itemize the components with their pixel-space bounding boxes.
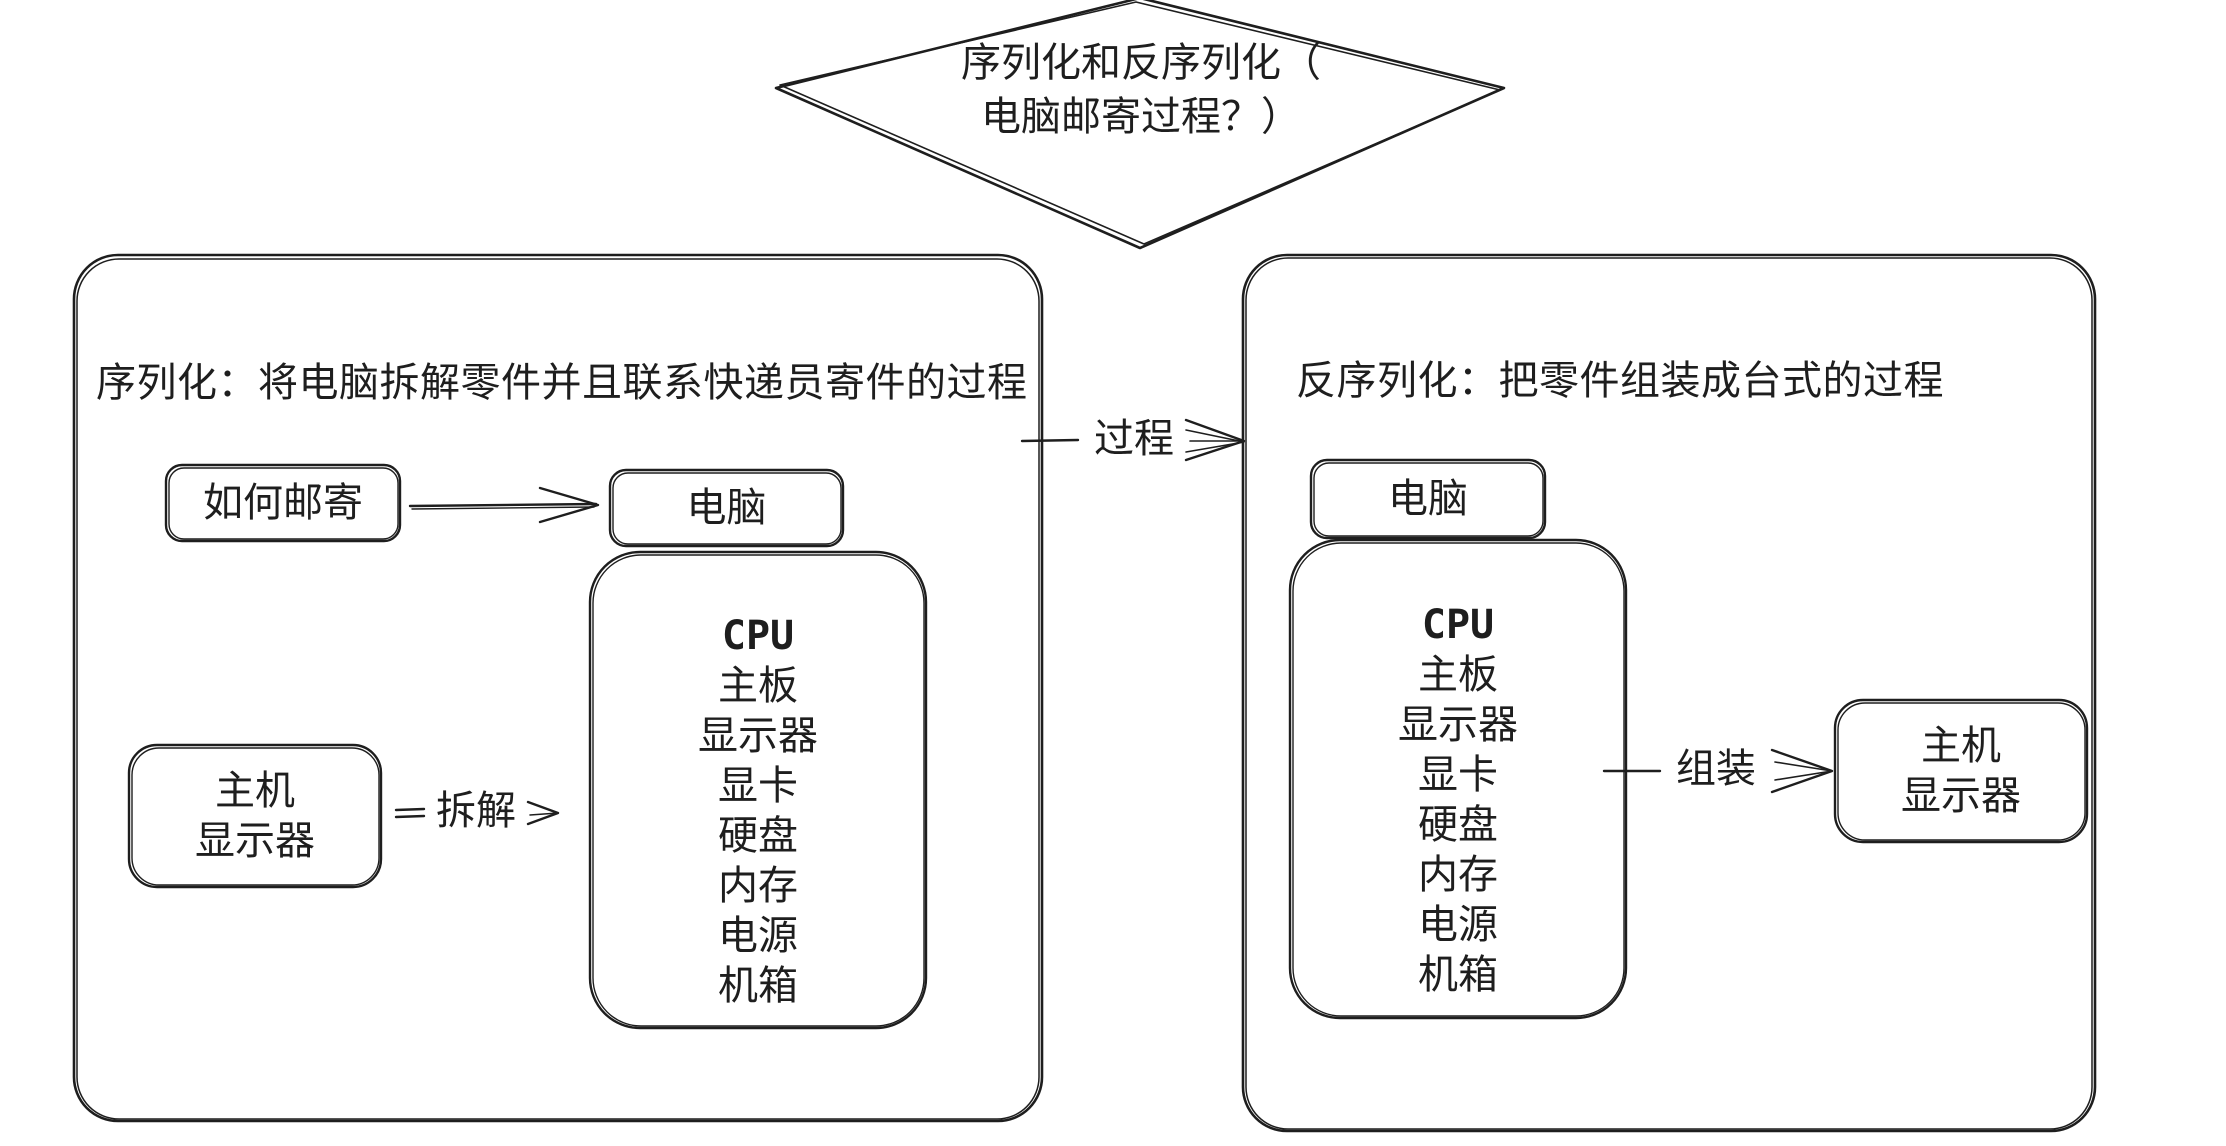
- mail-box-label: 如何邮寄: [203, 480, 363, 526]
- right-parts-box-border: [1288, 538, 1628, 1020]
- title-text: 序列化和反序列化（ 电脑邮寄过程？）: [876, 36, 1406, 144]
- disassemble-label: 拆解: [436, 788, 516, 834]
- whole-item-monitor: 显示器: [195, 818, 315, 864]
- whole-item-host: 主机: [215, 768, 295, 814]
- right-part-cpu: CPU: [1421, 602, 1495, 648]
- disassemble-arrow: [394, 800, 560, 826]
- whole-box-labels: 主机 显示器: [129, 766, 381, 866]
- right-parts-list: CPU 主板 显示器 显卡 硬盘 内存 电源 机箱: [1290, 600, 1626, 1000]
- part-power: 电源: [718, 913, 798, 959]
- result-item-monitor: 显示器: [1901, 773, 2021, 819]
- parts-box-border: [588, 550, 928, 1030]
- part-memory: 内存: [718, 863, 798, 909]
- right-part-power: 电源: [1418, 902, 1498, 948]
- result-item-host: 主机: [1921, 723, 2001, 769]
- title-line-1: 序列化和反序列化（: [961, 40, 1321, 86]
- right-part-gpu: 显卡: [1418, 752, 1498, 798]
- right-computer-box-border: [1309, 458, 1547, 540]
- right-part-monitor: 显示器: [1398, 702, 1518, 748]
- part-motherboard: 主板: [718, 663, 798, 709]
- right-computer-box-label: 电脑: [1388, 476, 1468, 522]
- result-box-labels: 主机 显示器: [1835, 721, 2087, 821]
- serialize-panel-border: [72, 253, 1044, 1123]
- right-part-motherboard: 主板: [1418, 652, 1498, 698]
- title-diamond: [774, 0, 1506, 250]
- result-box-border: [1833, 698, 2089, 844]
- serialize-heading: 序列化：将电脑拆解零件并且联系快递员寄件的过程: [96, 360, 1028, 406]
- right-part-disk: 硬盘: [1418, 802, 1498, 848]
- right-part-case: 机箱: [1418, 952, 1498, 998]
- whole-box-border: [127, 743, 383, 889]
- computer-box-border: [608, 468, 845, 548]
- assemble-arrow: [1602, 748, 1834, 794]
- part-gpu: 显卡: [718, 763, 798, 809]
- computer-box-label: 电脑: [686, 485, 767, 531]
- process-label: 过程: [1094, 416, 1174, 462]
- mail-box-border: [164, 463, 402, 543]
- deserialize-panel-border: [1241, 253, 2097, 1133]
- part-cpu: CPU: [721, 613, 795, 659]
- part-case: 机箱: [718, 963, 798, 1009]
- title-line-2: 电脑邮寄过程？）: [981, 94, 1301, 140]
- part-monitor: 显示器: [698, 713, 818, 759]
- process-arrow: [1020, 418, 1246, 462]
- assemble-label: 组装: [1676, 746, 1756, 792]
- mail-to-computer-arrow: [408, 486, 600, 524]
- part-disk: 硬盘: [718, 813, 798, 859]
- deserialize-heading: 反序列化：把零件组装成台式的过程: [1296, 358, 1944, 404]
- parts-list: CPU 主板 显示器 显卡 硬盘 内存 电源 机箱: [590, 611, 926, 1011]
- right-part-memory: 内存: [1418, 852, 1498, 898]
